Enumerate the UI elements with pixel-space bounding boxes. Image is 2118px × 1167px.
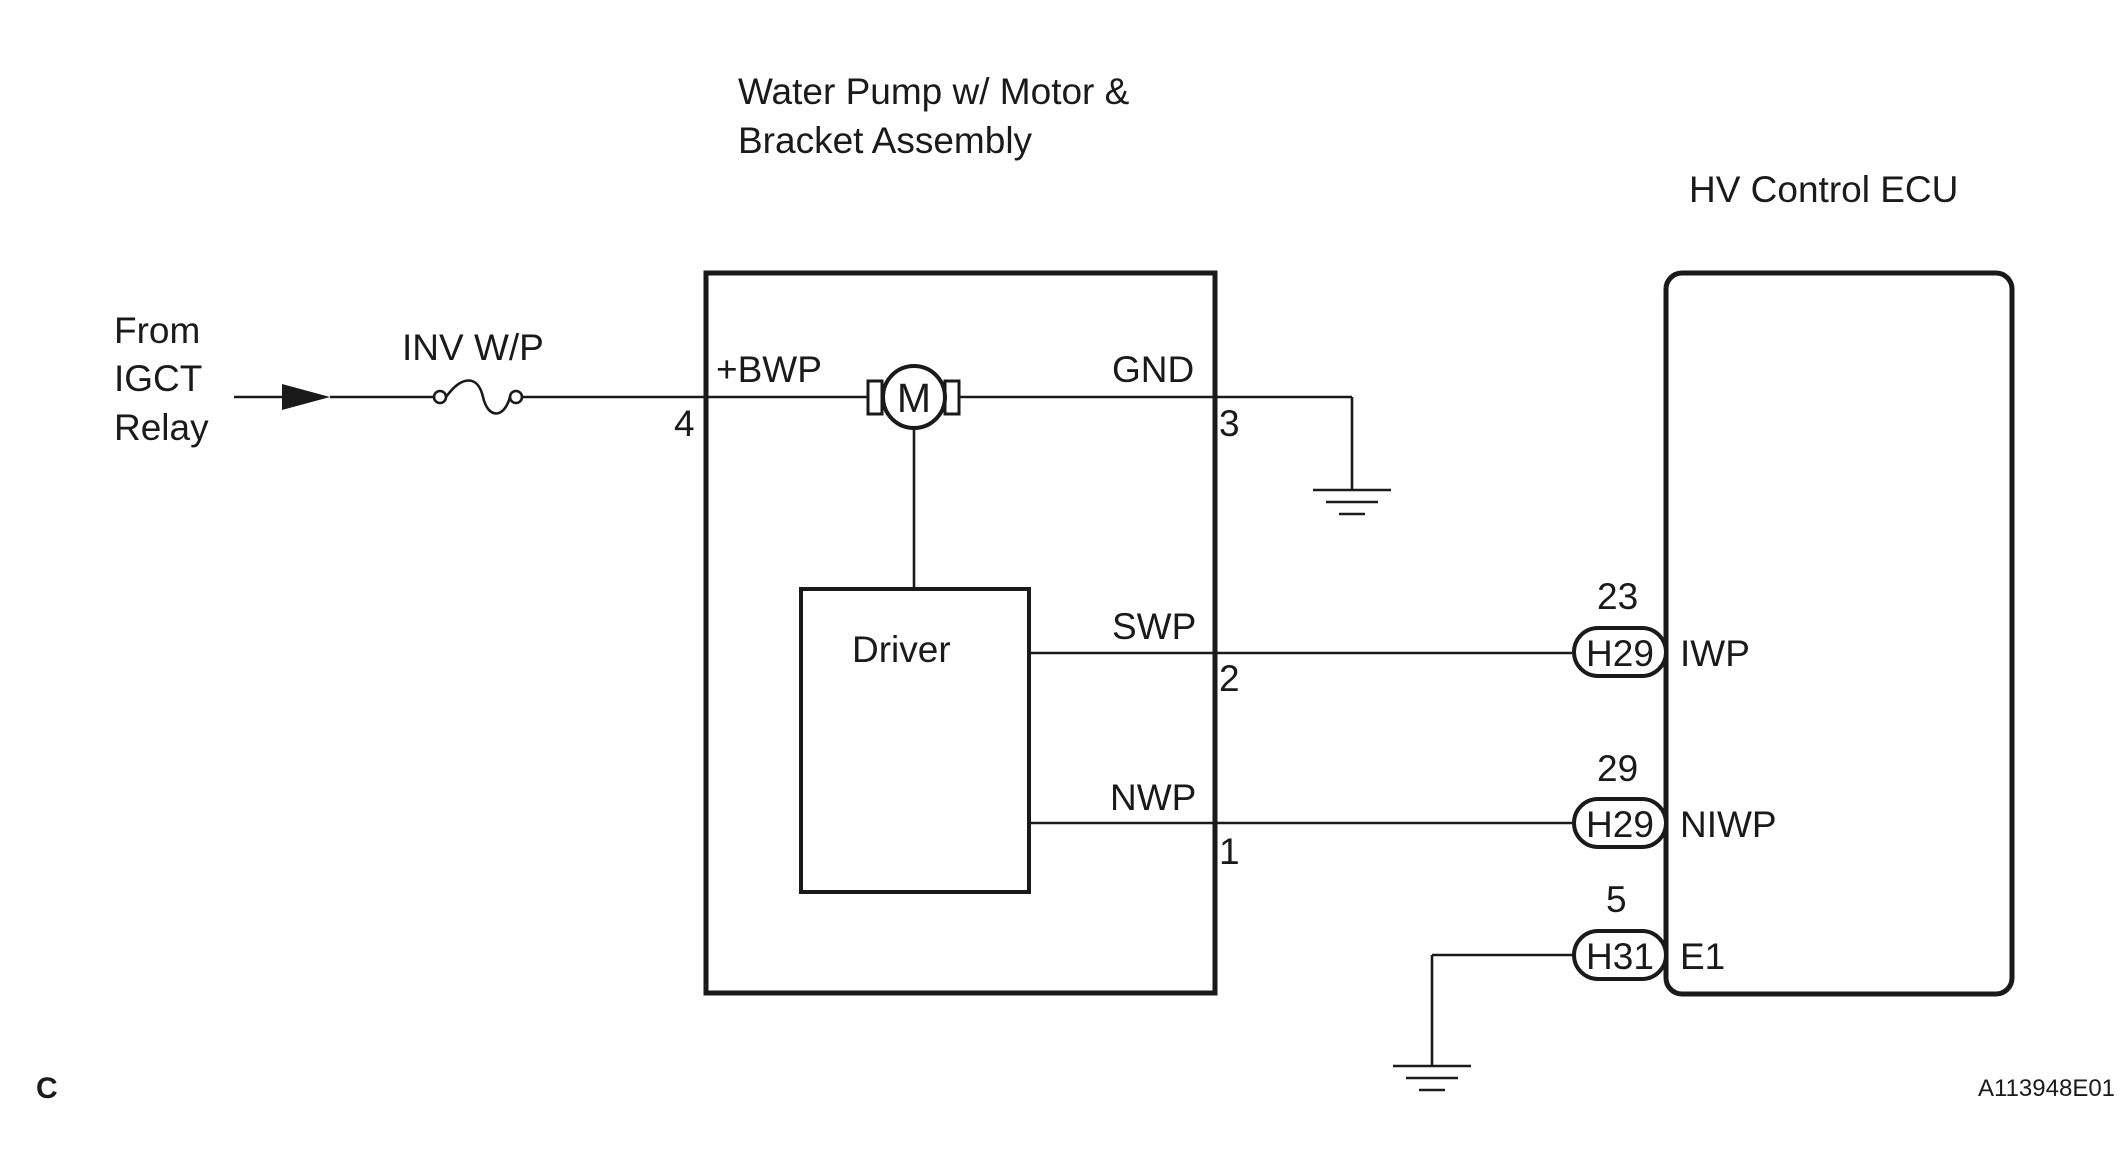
source-label-line-2: IGCT [114, 358, 202, 399]
ground-icon [1313, 488, 1391, 516]
ecu-title: HV Control ECU [1689, 169, 1958, 210]
ecu-pin-number: 5 [1606, 879, 1627, 920]
motor-symbol: M [897, 375, 931, 421]
pin-gnd-number: 3 [1219, 403, 1240, 444]
pump-title-line-2: Bracket Assembly [738, 120, 1033, 161]
ecu-pin-number: 23 [1597, 576, 1638, 617]
corner-label: C [36, 1072, 58, 1105]
hv-control-ecu-box [1663, 270, 2015, 997]
fuse-label: INV W/P [402, 327, 544, 368]
arrow-icon [282, 384, 330, 410]
connector-label: H31 [1586, 936, 1654, 977]
pin-swp-number: 2 [1219, 658, 1240, 699]
connector-badge [1572, 797, 1668, 849]
connector-label: H29 [1586, 804, 1654, 845]
connector-badge [1572, 626, 1668, 678]
connector-label: H29 [1586, 633, 1654, 674]
ecu-signal-label: IWP [1680, 633, 1750, 674]
source-label-line-3: Relay [114, 407, 209, 448]
ecu-signal-label: E1 [1680, 936, 1725, 977]
ground-icon [1393, 1064, 1471, 1092]
pin-gnd-name: GND [1112, 349, 1194, 390]
pin-nwp-number: 1 [1219, 831, 1240, 872]
driver-label: Driver [852, 629, 951, 670]
pin-nwp-name: NWP [1110, 777, 1196, 818]
fuse-icon [432, 379, 524, 415]
ecu-pin-number: 29 [1597, 748, 1638, 789]
pump-title-line-1: Water Pump w/ Motor & [738, 71, 1130, 112]
pin-bwp-name: +BWP [716, 349, 822, 390]
pin-bwp-number: 4 [674, 403, 695, 444]
source-label-line-1: From [114, 310, 200, 351]
ecu-signal-label: NIWP [1680, 804, 1777, 845]
pin-swp-name: SWP [1112, 606, 1196, 647]
water-pump-box [703, 270, 1218, 996]
figure-id: A113948E01 [1978, 1075, 2115, 1102]
driver-box [799, 587, 1031, 894]
motor-icon: M [866, 364, 961, 430]
